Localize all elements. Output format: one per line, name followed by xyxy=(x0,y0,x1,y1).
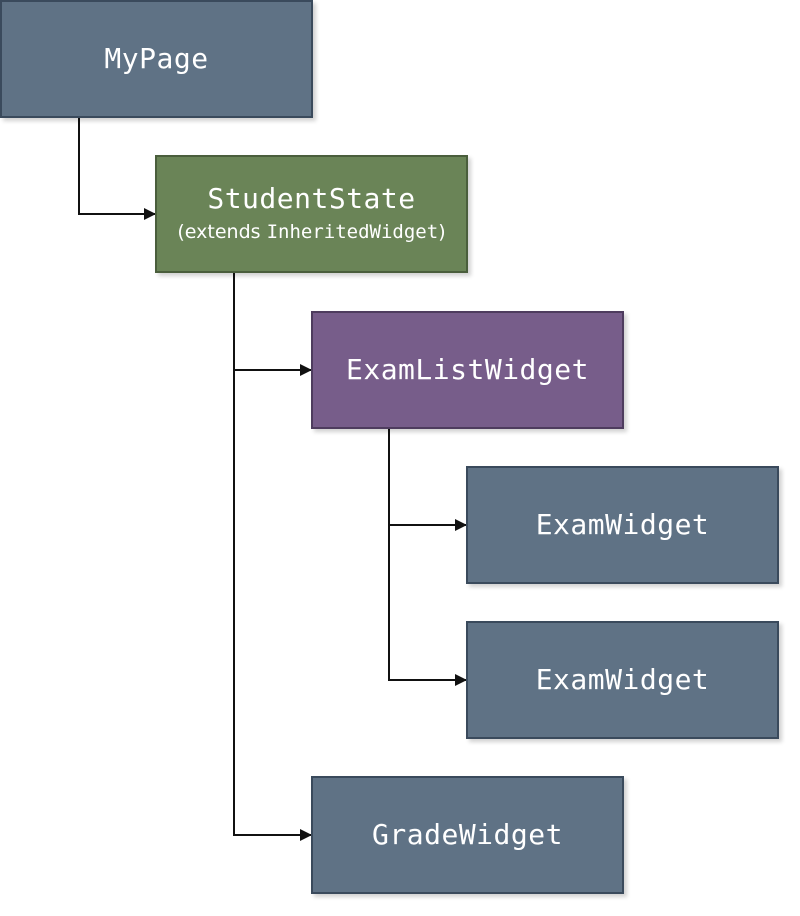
edge-mypage-to-studentstate xyxy=(78,118,156,220)
node-label: ExamWidget xyxy=(535,507,710,541)
edge-studentstate-to-examlist xyxy=(233,273,312,376)
node-mypage: MyPage xyxy=(0,0,313,118)
sublabel-suffix: ) xyxy=(438,221,446,244)
node-examlistwidget: ExamListWidget xyxy=(311,311,624,429)
edge-studentstate-to-grade xyxy=(233,370,312,841)
node-examwidget-2: ExamWidget xyxy=(466,621,779,739)
edge-examlist-to-exam1 xyxy=(388,429,467,531)
sublabel-code: InheritedWidget xyxy=(266,221,439,244)
node-label: GradeWidget xyxy=(372,817,563,851)
node-sublabel: (extends InheritedWidget) xyxy=(177,222,445,244)
node-studentstate: StudentState (extends InheritedWidget) xyxy=(155,155,468,273)
node-label: MyPage xyxy=(104,41,209,75)
sublabel-prefix: (extends xyxy=(177,221,267,244)
node-examwidget-1: ExamWidget xyxy=(466,466,779,584)
node-label: StudentState xyxy=(207,181,416,215)
node-gradewidget: GradeWidget xyxy=(311,776,624,894)
node-label: ExamListWidget xyxy=(345,352,589,386)
node-label: ExamWidget xyxy=(535,662,710,696)
edge-examlist-to-exam2 xyxy=(388,525,467,686)
